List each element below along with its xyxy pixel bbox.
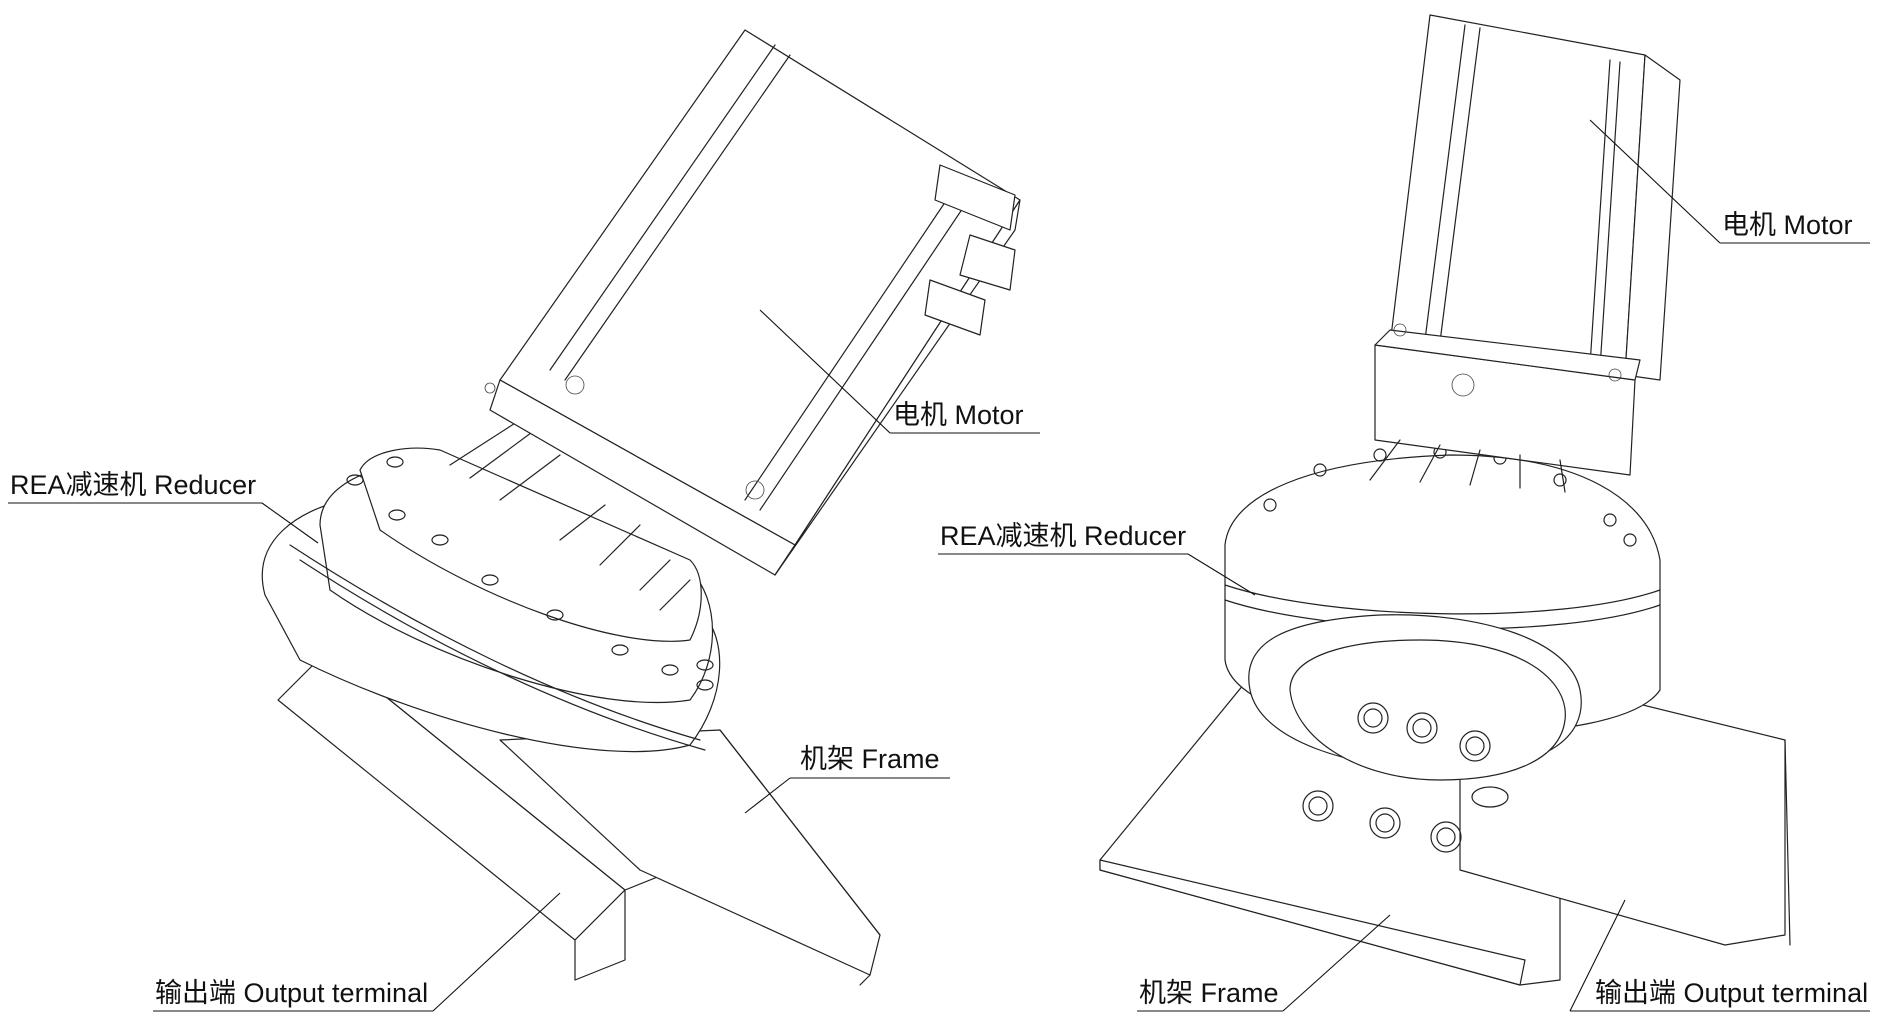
left-reducer-label: REA减速机 Reducer <box>10 470 256 500</box>
right-reducer-callout: REA减速机 Reducer <box>938 521 1256 596</box>
right-reducer-drawing <box>1224 445 1661 853</box>
right-reducer-label: REA减速机 Reducer <box>940 521 1186 551</box>
right-frame-callout: 机架 Frame <box>1137 914 1391 1012</box>
right-motor-drawing <box>1369 14 1681 493</box>
left-frame-drawing <box>499 729 881 986</box>
left-frame-label: 机架 Frame <box>800 744 940 774</box>
left-reducer-callout: REA减速机 Reducer <box>8 470 319 544</box>
right-frame-label: 机架 Frame <box>1139 978 1279 1008</box>
right-motor-callout: 电机 Motor <box>1589 119 1870 244</box>
left-motor-callout: 电机 Motor <box>759 309 1040 434</box>
right-output-callout: 输出端 Output terminal <box>1569 899 1870 1012</box>
left-reducer-drawing <box>261 419 721 753</box>
right-output-label: 输出端 Output terminal <box>1595 978 1868 1008</box>
left-motor-label: 电机 Motor <box>893 400 1024 430</box>
left-view: 电机 Motor REA减速机 Reducer 机架 Frame 输出端 Out… <box>8 29 1040 1012</box>
left-motor-drawing <box>484 29 1021 576</box>
left-output-label: 输出端 Output terminal <box>155 978 428 1008</box>
right-motor-label: 电机 Motor <box>1722 210 1853 240</box>
left-output-callout: 输出端 Output terminal <box>153 892 561 1012</box>
left-frame-callout: 机架 Frame <box>744 744 950 814</box>
right-view: 电机 Motor REA减速机 Reducer 机架 Frame 输出端 Out… <box>938 14 1870 1012</box>
